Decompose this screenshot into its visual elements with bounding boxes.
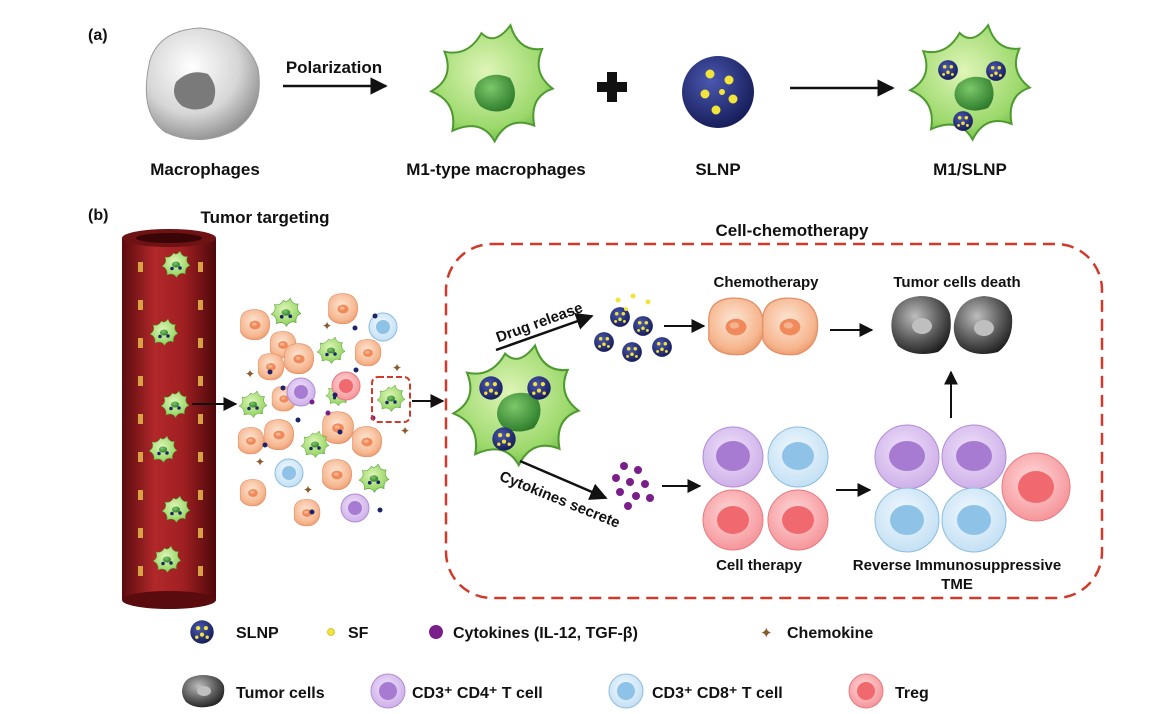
- m1-slnp-label: M1/SLNP: [933, 160, 1007, 179]
- legend-slnp-icon: [190, 620, 214, 644]
- tumor-targeting-label: Tumor targeting: [200, 208, 329, 227]
- cell-therapy-label: Cell therapy: [716, 557, 803, 574]
- chemotherapy-label: Chemotherapy: [713, 274, 819, 291]
- chemotherapy-tumor-cells: [707, 297, 819, 356]
- cytokines-secrete-arrow: [519, 459, 608, 500]
- svg-text:✦: ✦: [322, 319, 332, 333]
- slnp-large-icon: [682, 56, 754, 128]
- cell-chemotherapy-label: Cell-chemotherapy: [715, 221, 869, 240]
- zoom-highlight-box: [371, 376, 411, 423]
- m1-slnp-icon: [909, 24, 1031, 141]
- reverse-tme-immune-cells: [874, 424, 1071, 553]
- macrophages-label: Macrophages: [150, 160, 260, 179]
- svg-text:✦: ✦: [303, 483, 313, 497]
- legend-tumor-cell-icon: [182, 675, 225, 708]
- legend-slnp-label: SLNP: [236, 625, 279, 642]
- legend-cd8-icon: [608, 673, 644, 709]
- panel-a-tag: (a): [88, 27, 108, 44]
- tumor-cells-death-label: Tumor cells death: [893, 274, 1020, 291]
- large-m1-slnp-icon: [452, 344, 580, 467]
- cytokine-cluster: [612, 462, 654, 510]
- polarization-label: Polarization: [286, 58, 382, 77]
- cell-chemotherapy-box: [444, 242, 1104, 600]
- macrophage-icon: [145, 27, 260, 141]
- legend: SLNP SF Cytokines (IL-12, TGF-β) ✦ Chemo…: [182, 620, 929, 709]
- legend-tumor-cells-label: Tumor cells: [236, 685, 325, 702]
- legend-cd4-icon: [370, 673, 406, 709]
- slnp-label: SLNP: [695, 160, 740, 179]
- legend-cytokines-label: Cytokines (IL-12, TGF-β): [453, 625, 638, 642]
- drug-release-arrow: [495, 313, 594, 352]
- svg-text:✦: ✦: [392, 361, 402, 375]
- reverse-tme-label-line2: TME: [941, 576, 973, 593]
- legend-sf-label: SF: [348, 625, 369, 642]
- cell-therapy-immune-cells: [702, 426, 829, 551]
- tumor-microenvironment: ✦ ✦ ✦ ✦ ✦ ✦: [237, 293, 410, 527]
- dead-tumor-cells: [891, 296, 1013, 354]
- legend-cytokine-icon: [429, 625, 443, 639]
- released-slnp-cluster: [594, 293, 672, 362]
- panel-b-tag: (b): [88, 207, 108, 224]
- legend-sf-icon: [327, 628, 335, 636]
- svg-text:✦: ✦: [400, 424, 410, 438]
- svg-text:✦: ✦: [255, 455, 265, 469]
- blood-vessel-icon: [122, 229, 216, 609]
- m1-macrophage-icon: [430, 24, 554, 143]
- legend-cd4-label: CD3⁺ CD4⁺ T cell: [412, 685, 543, 702]
- plus-icon: [597, 72, 627, 102]
- highlighted-macrophage-icon: [376, 384, 406, 412]
- svg-text:✦: ✦: [245, 367, 255, 381]
- legend-chemokine-icon: ✦: [760, 624, 773, 642]
- legend-treg-icon: [848, 673, 884, 709]
- reverse-tme-label-line1: Reverse Immunosuppressive: [853, 557, 1061, 574]
- m1-macrophages-label: M1-type macrophages: [406, 160, 586, 179]
- legend-treg-label: Treg: [895, 685, 929, 702]
- legend-cd8-label: CD3⁺ CD8⁺ T cell: [652, 685, 783, 702]
- legend-chemokine-label: Chemokine: [787, 625, 873, 642]
